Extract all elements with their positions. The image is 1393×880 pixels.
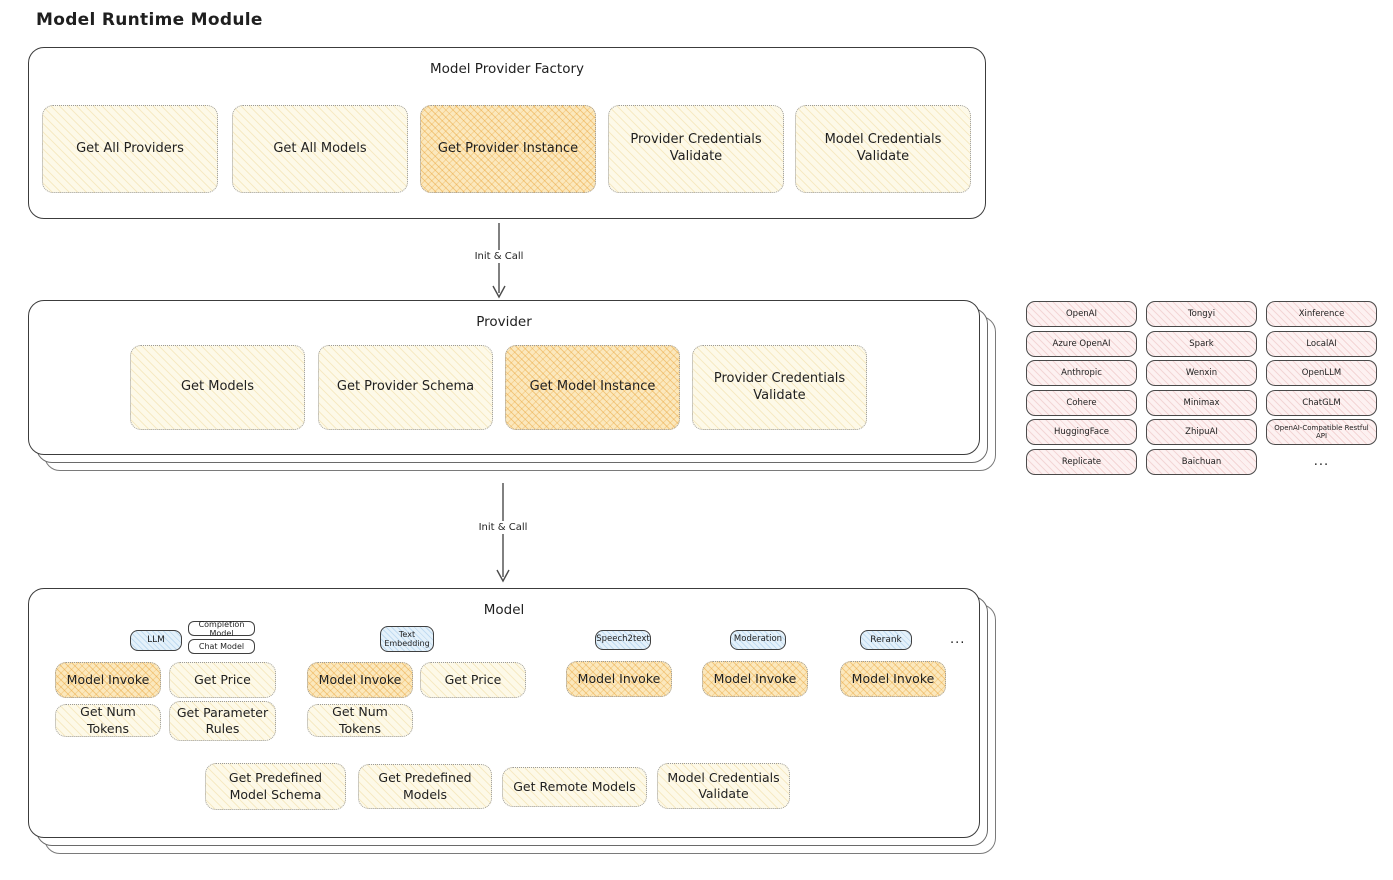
tag-chat-model: Chat Model (188, 639, 255, 654)
provider-chip-replicate: Replicate (1026, 448, 1137, 475)
provider-chip-localai: LocalAI (1266, 330, 1377, 357)
tag-completion-model: Completion Model (188, 620, 255, 638)
provider-list-ellipsis: ... (1313, 454, 1330, 469)
model-box: Model LLM Completion Model Chat Model Te… (28, 588, 996, 854)
provider-chip-minimax: Minimax (1146, 389, 1257, 416)
node-get-predefined-models: Get Predefined Models (358, 764, 492, 809)
factory-box: Model Provider Factory Get All Providers… (28, 47, 986, 219)
node-te-get-price: Get Price (420, 662, 526, 698)
node-get-model-instance: Get Model Instance (505, 345, 680, 430)
provider-chip-azure-openai: Azure OpenAI (1026, 330, 1137, 357)
node-llm-get-price: Get Price (169, 662, 276, 698)
node-rerank-model-invoke: Model Invoke (840, 661, 946, 697)
provider-box: Provider Get Models Get Provider Schema … (28, 300, 996, 471)
provider-chip-anthropic: Anthropic (1026, 360, 1137, 386)
node-te-get-num-tokens: Get Num Tokens (307, 704, 413, 737)
node-moderation-model-invoke: Model Invoke (702, 661, 808, 697)
model-types-ellipsis: ... (950, 632, 966, 647)
provider-chip-spark: Spark (1146, 330, 1257, 357)
node-model-credentials-validate: Model Credentials Validate (795, 105, 971, 193)
node-get-remote-models: Get Remote Models (502, 767, 647, 807)
provider-list: OpenAI Tongyi Xinference Azure OpenAI Sp… (1026, 301, 1377, 475)
tag-rerank: Rerank (860, 630, 912, 650)
provider-chip-xinference: Xinference (1266, 301, 1377, 327)
node-te-model-invoke: Model Invoke (307, 662, 413, 698)
node-provider-credentials-validate-2: Provider Credentials Validate (692, 345, 867, 430)
provider-chip-openllm: OpenLLM (1266, 360, 1377, 386)
tag-moderation: Moderation (730, 630, 786, 650)
provider-chip-zhipuai: ZhipuAI (1146, 419, 1257, 445)
provider-chip-wenxin: Wenxin (1146, 360, 1257, 386)
node-get-all-providers: Get All Providers (42, 105, 218, 193)
node-get-provider-schema: Get Provider Schema (318, 345, 493, 430)
provider-chip-cohere: Cohere (1026, 389, 1137, 416)
tag-speech2text: Speech2text (595, 630, 651, 650)
provider-chip-chatglm: ChatGLM (1266, 389, 1377, 416)
provider-chip-openai: OpenAI (1026, 301, 1137, 327)
arrow2-label: Init & Call (473, 521, 533, 534)
factory-box-title: Model Provider Factory (429, 61, 584, 77)
node-model-credentials-validate-2: Model Credentials Validate (657, 763, 790, 809)
provider-box-title: Provider (476, 314, 532, 330)
node-get-predefined-model-schema: Get Predefined Model Schema (205, 763, 346, 810)
node-llm-model-invoke: Model Invoke (55, 662, 161, 698)
node-provider-credentials-validate: Provider Credentials Validate (608, 105, 784, 193)
provider-chip-huggingface: HuggingFace (1026, 419, 1137, 445)
node-get-all-models: Get All Models (232, 105, 408, 193)
node-s2t-model-invoke: Model Invoke (566, 661, 672, 697)
arrow1-label: Init & Call (469, 250, 529, 263)
tag-llm: LLM (130, 630, 182, 651)
node-llm-get-parameter-rules: Get Parameter Rules (169, 701, 276, 741)
model-box-title: Model (483, 602, 525, 618)
provider-chip-openai-compatible: OpenAI-Compatible Restful API (1266, 419, 1377, 445)
provider-chip-tongyi: Tongyi (1146, 301, 1257, 327)
page-title: Model Runtime Module (36, 10, 263, 30)
provider-chip-baichuan: Baichuan (1146, 448, 1257, 475)
node-get-provider-instance: Get Provider Instance (420, 105, 596, 193)
node-llm-get-num-tokens: Get Num Tokens (55, 704, 161, 737)
node-get-models: Get Models (130, 345, 305, 430)
tag-text-embedding: Text Embedding (380, 626, 434, 652)
